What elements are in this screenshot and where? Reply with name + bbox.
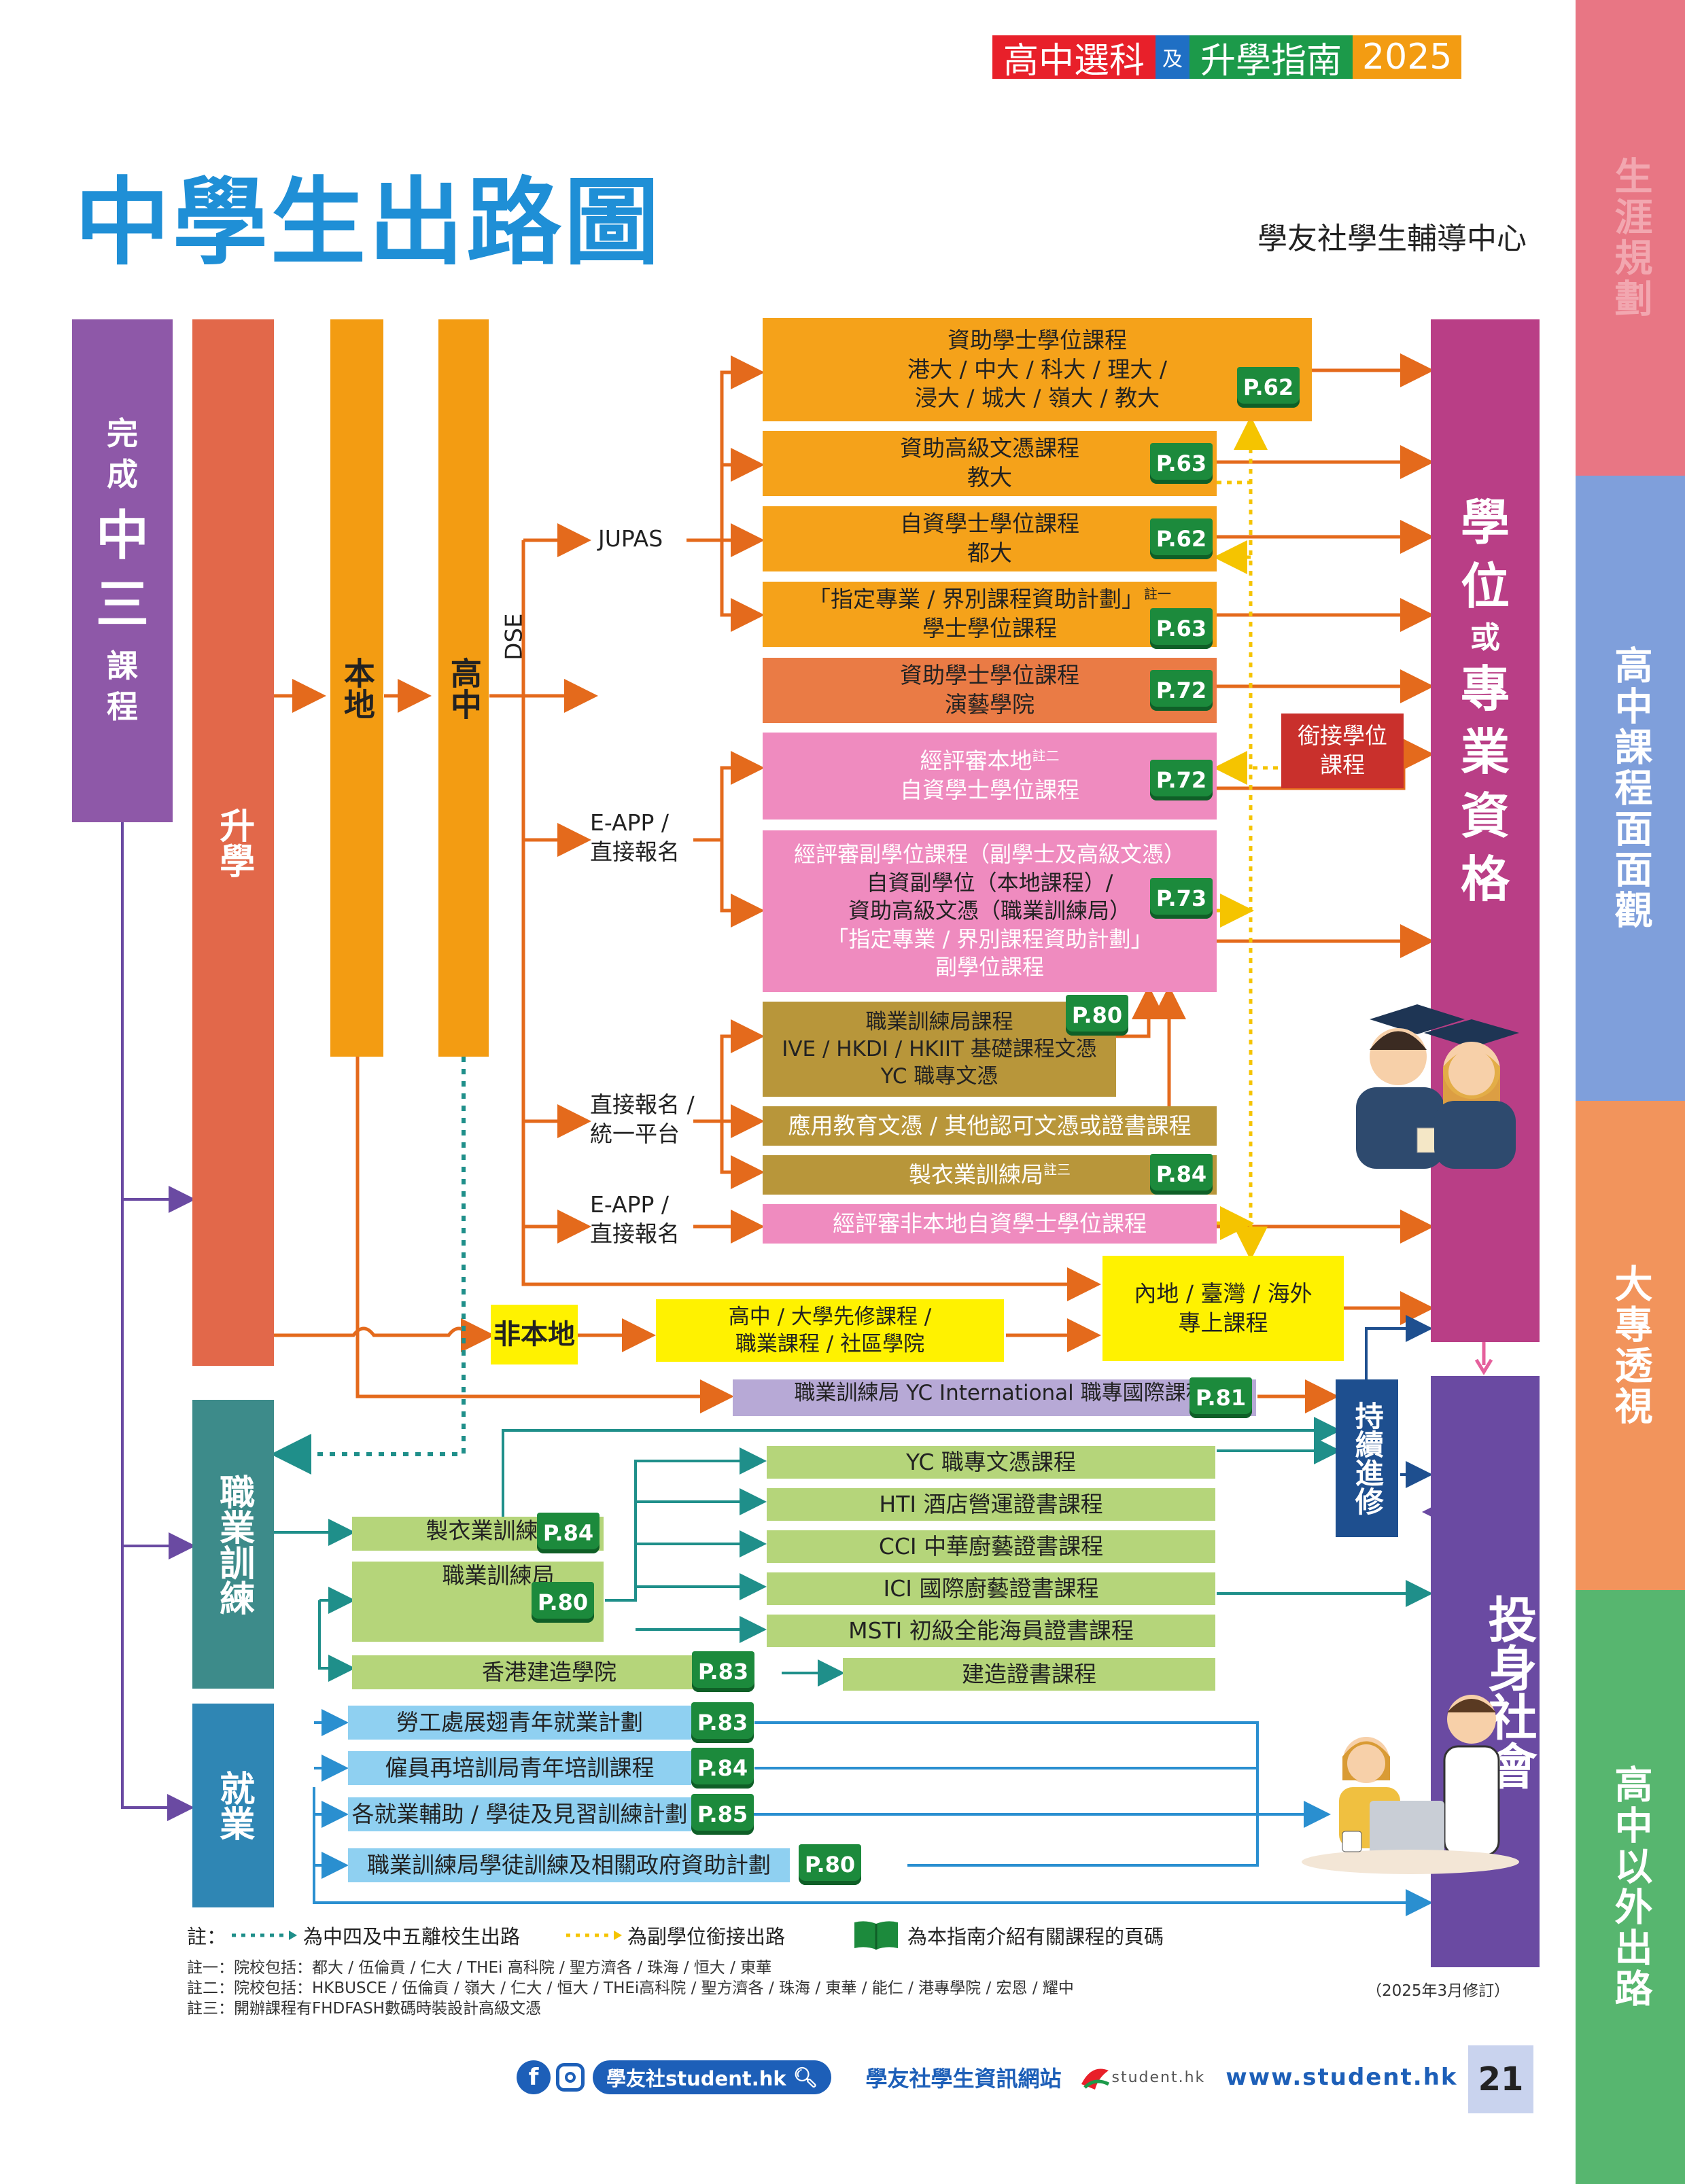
page-ref-p62[interactable]: P.62: [1237, 367, 1300, 408]
dse-label: DSE: [500, 613, 528, 661]
student-hk-logo: student.hk: [1078, 2064, 1206, 2091]
voc-course-construction: 建造證書課程: [843, 1658, 1215, 1691]
box-accredited-local-degree: 經評審本地註二自資學士學位課程: [763, 733, 1217, 820]
tab-career-planning[interactable]: 生涯規劃: [1576, 0, 1685, 476]
down-arrow-icon: [1474, 1342, 1493, 1375]
voc-construction-institute: 香港建造學院: [352, 1655, 746, 1689]
graduates-illustration-icon: [1356, 1004, 1519, 1169]
column-vocational-training: 職業訓練: [192, 1400, 274, 1689]
page-ref-p83-emp[interactable]: P.83: [691, 1702, 754, 1743]
legend-yellow-text: 為副學位銜接出路: [627, 1925, 786, 1948]
site-name: 學友社學生資訊網站: [865, 2066, 1062, 2092]
voc-course-msti: MSTI 初級全能海員證書課程: [767, 1615, 1215, 1647]
voc-course-ici: ICI 國際廚藝證書課程: [767, 1572, 1215, 1605]
page-ref-p63[interactable]: P.63: [1150, 443, 1213, 484]
page-number: 21: [1468, 2045, 1533, 2113]
yellow-dotted-arrow-icon: [566, 1931, 623, 1940]
banner-part1: 高中選科: [992, 35, 1156, 82]
emp-vtc-apprenticeship: 職業訓練局學徒訓練及相關政府資助計劃: [348, 1848, 790, 1882]
box-pre-university: 高中 / 大學先修課程 /職業課程 / 社區學院: [656, 1299, 1004, 1362]
voc-course-cci: CCI 中華廚藝證書課程: [767, 1530, 1215, 1563]
page-ref-p84-voc[interactable]: P.84: [537, 1513, 600, 1553]
emp-erb-training: 僱員再培訓局青年培訓課程: [348, 1751, 691, 1785]
box-self-financed-degree: 自資學士學位課程都大: [763, 506, 1217, 571]
box-yc-international: 職業訓練局 YC International 職專國際課程: [733, 1379, 1256, 1416]
footer: f 學友社student.hk🔍︎ 學友社學生資訊網站 student.hk w…: [517, 2056, 1458, 2098]
revision-date: （2025年3月修訂）: [1366, 1982, 1510, 2000]
page-ref-p72-b[interactable]: P.72: [1150, 760, 1213, 800]
banner-year: 2025: [1353, 35, 1462, 79]
page-ref-p80[interactable]: P.80: [1066, 995, 1128, 1036]
box-hkapa-degree: 資助學士學位課程演藝學院: [763, 658, 1217, 723]
legend: 註： 為中四及中五離校生出路 為副學位銜接出路 為本指南介紹有關課程的頁碼: [187, 1920, 1164, 1950]
page-ref-p83-voc[interactable]: P.83: [692, 1651, 754, 1692]
note-3: 註三：開辦課程有FHDFASH數碼時裝設計高級文憑: [187, 2000, 541, 2018]
voc-vtc: 職業訓練局: [352, 1562, 604, 1642]
page-ref-p84[interactable]: P.84: [1150, 1154, 1213, 1195]
page-ref-p62-b[interactable]: P.62: [1150, 518, 1213, 559]
social-search-pill[interactable]: 學友社student.hk🔍︎: [593, 2060, 832, 2094]
tab-tertiary[interactable]: 大專透視: [1576, 1101, 1685, 1590]
instagram-icon[interactable]: [556, 2063, 585, 2092]
legend-book-text: 為本指南介紹有關課程的頁碼: [907, 1925, 1164, 1948]
box-mainland-overseas: 內地 / 臺灣 / 海外專上課程: [1102, 1256, 1344, 1361]
banner-part2: 及: [1156, 35, 1190, 79]
page-title: 中學生出路圖: [75, 168, 663, 279]
column-local: 本地: [330, 319, 383, 1057]
legend-prefix: 註：: [187, 1925, 227, 1948]
guide-banner: 高中選科 及 升學指南 2025: [992, 35, 1462, 82]
outcome-degree-qualification: 學 位 或 專 業 資 格: [1431, 319, 1540, 1342]
tab-senior-curriculum[interactable]: 高中課程面面觀: [1576, 476, 1685, 1101]
box-applied-education: 應用教育文憑 / 其他認可文憑或證書課程: [763, 1106, 1217, 1146]
box-clothing-institute: 製衣業訓練局註三: [763, 1155, 1217, 1195]
page-ref-p80-voc[interactable]: P.80: [532, 1582, 594, 1623]
page-ref-p63-b[interactable]: P.63: [1150, 608, 1213, 649]
start-secondary3: 完 成 中 三 課 程: [72, 319, 173, 822]
box-ssspd-degree: 「指定專業 / 界別課程資助計劃」註一學士學位課程: [763, 582, 1217, 647]
box-top-up-degree: 銜接學位課程: [1281, 714, 1404, 788]
page-ref-p81[interactable]: P.81: [1189, 1377, 1252, 1418]
channel-direct-platform: 直接報名 /統一平台: [590, 1091, 695, 1147]
banner-part3: 升學指南: [1189, 35, 1353, 82]
legend-teal-text: 為中四及中五離校生出路: [303, 1925, 521, 1948]
channel-jupas: JUPAS: [598, 525, 663, 552]
emp-apprenticeship-schemes: 各就業輔助 / 學徒及見習訓練計劃: [348, 1797, 691, 1831]
page-ref-p80-emp[interactable]: P.80: [799, 1844, 861, 1885]
box-ugc-degree: 資助學士學位課程港大 / 中大 / 科大 / 理大 /浸大 / 城大 / 嶺大 …: [763, 318, 1312, 421]
channel-eapp-1: E-APP /直接報名: [590, 809, 680, 865]
page-ref-p72[interactable]: P.72: [1150, 670, 1213, 711]
organization-name: 學友社學生輔導中心: [1257, 222, 1527, 256]
office-workers-illustration-icon: [1302, 1695, 1519, 1874]
facebook-icon[interactable]: f: [517, 2060, 551, 2094]
column-further-study: 升學: [192, 319, 274, 1366]
column-senior: 高中: [438, 319, 489, 1057]
website-url[interactable]: www.student.hk: [1226, 2064, 1458, 2091]
teal-dotted-arrow-icon: [232, 1931, 298, 1940]
note-1: 註一：院校包括：都大 / 伍倫貢 / 仁大 / THEi 高科院 / 聖方濟各 …: [187, 1959, 772, 1977]
box-sub-degree: 經評審副學位課程（副學士及高級文憑）自資副學位（本地課程）/資助高級文憑（職業訓…: [763, 830, 1217, 992]
page-ref-p85-emp[interactable]: P.85: [691, 1794, 754, 1835]
page-ref-p73[interactable]: P.73: [1150, 878, 1213, 919]
voc-course-yc: YC 職專文憑課程: [767, 1446, 1215, 1479]
green-book-icon: [854, 1921, 899, 1950]
emp-youth-employment: 勞工處展翅青年就業計劃: [348, 1706, 691, 1740]
box-ugc-higher-diploma: 資助高級文憑課程教大: [763, 431, 1217, 496]
non-local-label: 非本地: [491, 1305, 578, 1364]
note-2: 註二：院校包括：HKBUSCE / 伍倫貢 / 嶺大 / 仁大 / 恒大 / T…: [187, 1979, 1074, 1997]
search-icon: 🔍︎: [793, 2065, 818, 2089]
box-non-local-degree: 經評審非本地自資學士學位課程: [763, 1204, 1217, 1244]
column-employment: 就業: [192, 1704, 274, 1907]
channel-eapp-2: E-APP /直接報名: [590, 1191, 680, 1247]
tab-other-pathways[interactable]: 高中以外出路: [1576, 1590, 1685, 2184]
voc-course-hti: HTI 酒店營運證書課程: [767, 1488, 1215, 1521]
page-ref-p84-emp[interactable]: P.84: [691, 1748, 754, 1789]
continuing-education: 持續進修: [1336, 1379, 1398, 1537]
